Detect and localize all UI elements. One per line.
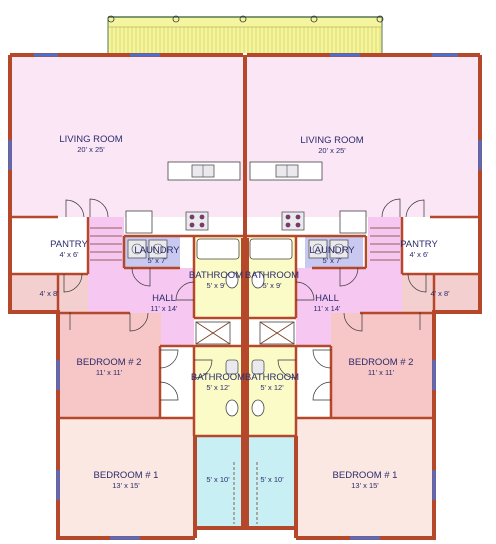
doors: [63, 198, 427, 401]
pantry-right-dim: 4' x 6': [409, 250, 429, 259]
washer-right: [308, 239, 328, 259]
bedroom-1-right: [296, 418, 433, 538]
bedroom-1-left-dim: 13' x 15': [112, 481, 140, 490]
bedroom-2-right: [331, 313, 434, 417]
vanity-sink-left: [225, 359, 239, 375]
refrigerator-right: [339, 210, 367, 234]
walls: [8, 53, 482, 540]
hall-left-upper: [88, 217, 124, 313]
windows: [8, 53, 482, 540]
living-room-right-label: LIVING ROOM: [300, 135, 363, 146]
bathroom-bottom-left-label: BATHROOM: [191, 372, 245, 383]
bathroom-top-left-label: BATHROOM: [189, 270, 243, 281]
bedroom-2-left-label: BEDROOM # 2: [77, 357, 142, 368]
bathtub-left: [196, 238, 240, 260]
pantry-right: [402, 217, 480, 274]
living-room-left-label: LIVING ROOM: [59, 134, 122, 145]
bedroom-1-right-label: BEDROOM # 1: [333, 470, 398, 481]
bathroom-bottom-left-dim: 5' x 12': [206, 383, 230, 392]
pantry-right-label: PANTRY: [400, 239, 438, 250]
walk-in-closet-right-dim: 5' x 10': [260, 475, 284, 484]
closet-right: [402, 274, 478, 312]
bathroom-bottom-right-label: BATHROOM: [245, 372, 299, 383]
pantry-left: [10, 217, 88, 274]
laundry-right-label: LAUNDRY: [309, 245, 355, 256]
steps-left: [90, 227, 122, 261]
room-labels: LIVING ROOM 20' x 25' LIVING ROOM 20' x …: [39, 134, 450, 490]
laundry-left-dim: 5' x 7': [147, 256, 167, 265]
vanity-sink-right: [251, 359, 265, 375]
living-room-right-dim: 20' x 25': [318, 146, 346, 155]
refrigerator-left: [125, 210, 153, 234]
pantry-left-label: PANTRY: [50, 239, 88, 250]
fixtures: [90, 161, 400, 524]
washer-left: [127, 239, 147, 259]
walk-in-closet-left: [196, 436, 242, 526]
living-room-right: [245, 55, 480, 217]
hall-right-label: HALL: [315, 293, 339, 304]
bathroom-bottom-right-dim: 5' x 12': [260, 383, 284, 392]
bathroom-top-right-dim: 5' x 9': [262, 281, 282, 290]
deck: [107, 15, 384, 53]
bedroom-1-left-label: BEDROOM # 1: [94, 470, 159, 481]
hall-left-dim: 11' x 14': [151, 304, 178, 313]
closet-right-dim: 4' x 8': [430, 289, 450, 298]
living-room-left-dim: 20' x 25': [77, 145, 105, 154]
dryer-left: [148, 239, 168, 259]
deck-area: [108, 17, 382, 53]
dryer-right: [329, 239, 349, 259]
steps-right: [370, 227, 400, 261]
hall-right-dim: 11' x 14': [314, 304, 341, 313]
stove-left: [185, 211, 209, 231]
hall-left-label: HALL: [152, 293, 176, 304]
bedroom-2-left: [58, 313, 161, 417]
toilet-top-right: [251, 271, 265, 289]
bedroom-1-left: [58, 418, 195, 538]
closet-left-dim: 4' x 8': [39, 289, 59, 298]
bedroom-1-right-dim: 13' x 15': [351, 481, 379, 490]
bathroom-top-left-dim: 5' x 9': [206, 281, 226, 290]
walk-in-closet-right: [246, 436, 296, 526]
hall-right-upper: [368, 217, 402, 313]
toilet-top-left: [225, 271, 239, 289]
laundry-right-dim: 5' x 7': [322, 256, 342, 265]
laundry-left-label: LAUNDRY: [134, 245, 180, 256]
toilet-right: [251, 399, 265, 417]
toilet-left: [225, 399, 239, 417]
bedroom-2-right-dim: 11' x 11': [368, 368, 395, 377]
closet-left: [12, 274, 88, 312]
bedroom-2-left-dim: 11' x 11': [96, 368, 123, 377]
room-fills: [10, 55, 480, 538]
living-room-left: [10, 55, 243, 217]
bathtub-right: [249, 238, 293, 260]
pantry-left-dim: 4' x 6': [59, 250, 79, 259]
bathroom-top-right-label: BATHROOM: [245, 270, 299, 281]
walk-in-closet-left-dim: 5' x 10': [206, 475, 230, 484]
stove-right: [281, 211, 305, 231]
bedroom-2-right-label: BEDROOM # 2: [349, 357, 414, 368]
